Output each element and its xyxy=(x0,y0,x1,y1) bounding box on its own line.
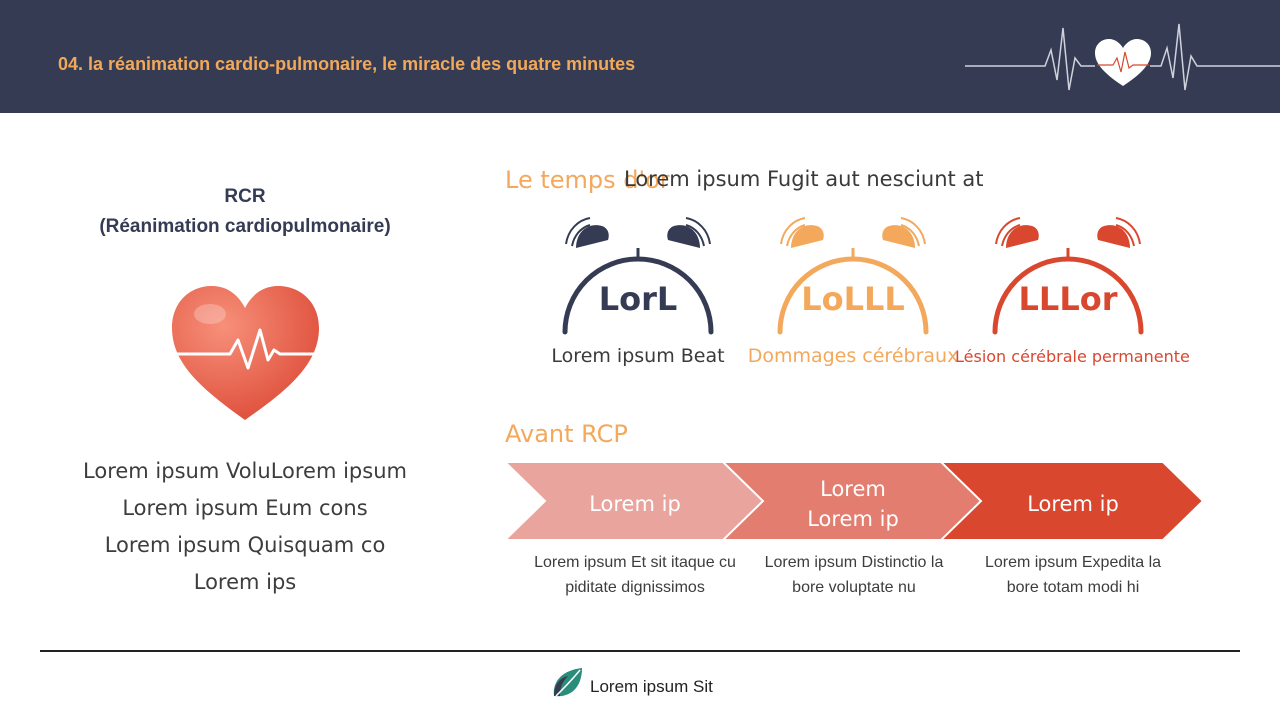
rcp-step-label: Lorem Lorem ip xyxy=(763,474,943,534)
heart-ecg-icon xyxy=(172,286,319,420)
clock-value: LoLLL xyxy=(801,280,905,318)
clock-label: Lésion cérébrale permanente xyxy=(955,347,1190,366)
rcp-step-desc-line: bore voluptate nu xyxy=(792,579,916,596)
golden-time-title: Le temps d'or xyxy=(505,166,670,194)
alarm-clock-icon xyxy=(777,217,929,335)
rcp-step-label-line1: Lorem xyxy=(820,477,886,501)
rcr-text-lines: Lorem ipsum VoluLorem ipsum Lorem ipsum … xyxy=(45,453,445,601)
rcr-title-line2: (Réanimation cardiopulmonaire) xyxy=(99,216,391,237)
footer-divider xyxy=(40,650,1240,652)
rcr-title: RCR (Réanimation cardiopulmonaire) xyxy=(45,182,445,242)
golden-time-overlay-text: Lorem ipsum Fugit aut nesciunt at xyxy=(624,167,984,191)
rcp-step-label: Lorem ip xyxy=(1027,492,1119,516)
rcp-step-desc-line: piditate dignissimos xyxy=(565,579,705,596)
rcp-step-description: Lorem ipsum Expedita la bore totam modi … xyxy=(958,550,1188,600)
rcp-step-label-line2: Lorem ip xyxy=(807,507,899,531)
rcp-step-label: Lorem ip xyxy=(589,492,681,516)
alarm-clock-icon xyxy=(992,217,1144,335)
rcp-step-desc-line: bore totam modi hi xyxy=(1006,579,1140,596)
rcr-line: Lorem ipsum Eum cons xyxy=(122,496,368,520)
rcp-step-desc-line: Lorem ipsum Expedita la xyxy=(984,554,1162,571)
rcp-step-desc-line: Lorem ipsum Distinctio la xyxy=(764,554,944,571)
before-rcp-title: Avant RCP xyxy=(505,420,628,448)
leaf-icon xyxy=(553,668,582,697)
header-bar: 04. la réanimation cardio-pulmonaire, le… xyxy=(0,0,1280,113)
clock-value: LorL xyxy=(598,280,678,318)
rcr-line: Lorem ips xyxy=(193,570,297,594)
alarm-clock-icon xyxy=(562,217,714,335)
clock-label: Dommages cérébraux xyxy=(747,345,959,367)
heartbeat-heart-icon xyxy=(965,23,1280,91)
header-title: 04. la réanimation cardio-pulmonaire, le… xyxy=(58,54,636,74)
rcp-step-desc-line: Lorem ipsum Et sit itaque cu xyxy=(534,554,736,571)
rcp-step-description: Lorem ipsum Et sit itaque cu piditate di… xyxy=(520,550,750,600)
clock-value: LLLor xyxy=(1018,280,1118,318)
rcr-title-line1: RCR xyxy=(224,186,266,207)
rcr-line: Lorem ipsum Quisquam co xyxy=(104,533,386,557)
clock-label: Lorem ipsum Beat xyxy=(551,345,725,367)
rcr-line: Lorem ipsum VoluLorem ipsum xyxy=(83,459,407,483)
rcp-steps-arrows xyxy=(505,462,1205,540)
footer-brand-text: Lorem ipsum Sit xyxy=(590,677,713,696)
rcp-step-description: Lorem ipsum Distinctio la bore voluptate… xyxy=(739,550,969,600)
